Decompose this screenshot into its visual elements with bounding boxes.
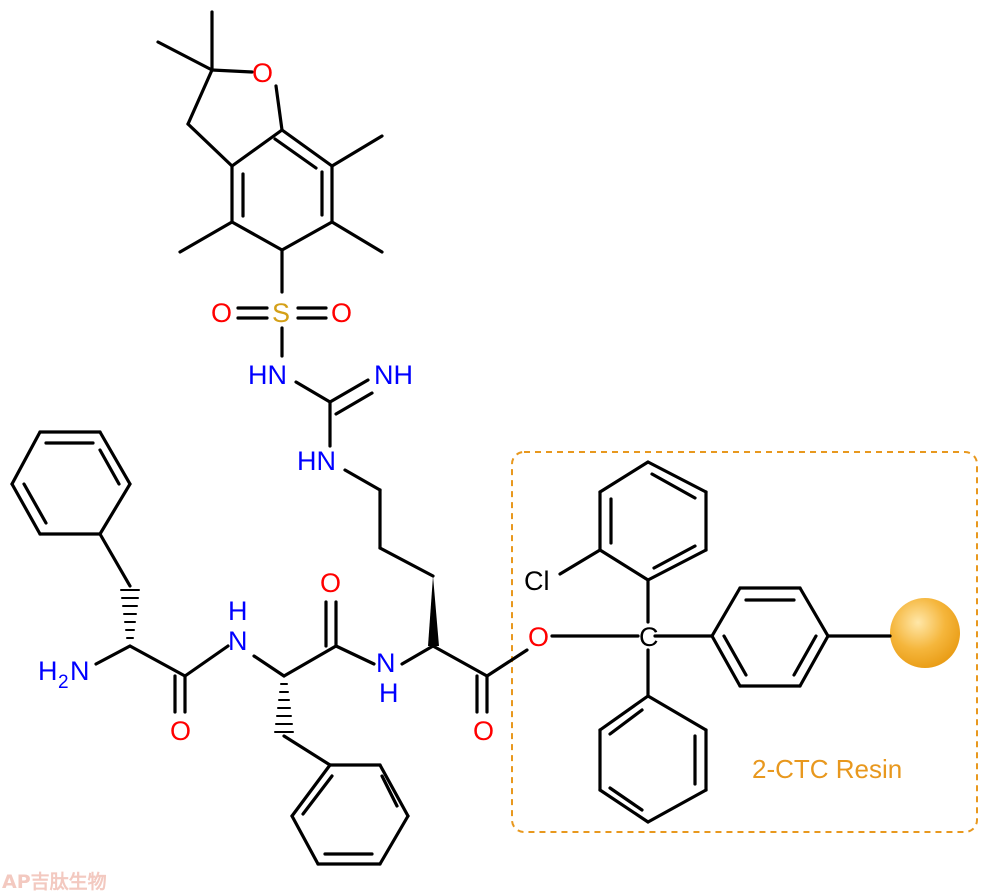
trityl-carbon: C xyxy=(639,622,659,652)
ester-oxygen: O xyxy=(528,622,549,652)
sulfonyl-group xyxy=(236,306,328,358)
amine-hydrogen: H xyxy=(38,656,58,686)
amine-subscript: 2 xyxy=(58,672,69,693)
arginine-side-chain xyxy=(378,488,529,714)
dihydrobenzofuran-ring xyxy=(156,10,384,294)
amide1-oxygen: O xyxy=(170,716,191,746)
amide1-hydrogen: H xyxy=(228,596,248,626)
phe1-phenyl-ring xyxy=(10,430,132,536)
ester-carbonyl-oxygen: O xyxy=(473,716,494,746)
amide2-oxygen: O xyxy=(320,568,341,598)
chlorine-atom: Cl xyxy=(524,566,550,596)
watermark: AP吉肽生物 xyxy=(2,870,107,892)
guanidine-hn-upper: HN xyxy=(248,360,287,390)
guanidine-nh: NH xyxy=(374,360,413,390)
amide2-nitrogen: N xyxy=(376,648,396,678)
phe1-backbone xyxy=(94,532,230,714)
phe2-backbone xyxy=(252,600,376,767)
ring-oxygen: O xyxy=(252,58,273,88)
guanidine-hn-lower: HN xyxy=(297,446,336,476)
guanidine-group xyxy=(294,378,382,492)
sulfonyl-sulfur: S xyxy=(272,298,290,328)
trityl-linker xyxy=(550,460,892,824)
amide2-hydrogen: H xyxy=(379,678,399,708)
sulfonyl-oxygen-left: O xyxy=(211,298,232,328)
phe2-phenyl-ring xyxy=(290,763,410,866)
amide1-nitrogen: N xyxy=(228,626,248,656)
resin-bead xyxy=(890,598,960,668)
amine-nitrogen: N xyxy=(70,656,90,686)
resin-box xyxy=(511,451,978,833)
sulfonyl-oxygen-right: O xyxy=(331,298,352,328)
resin-label: 2-CTC Resin xyxy=(752,754,902,784)
